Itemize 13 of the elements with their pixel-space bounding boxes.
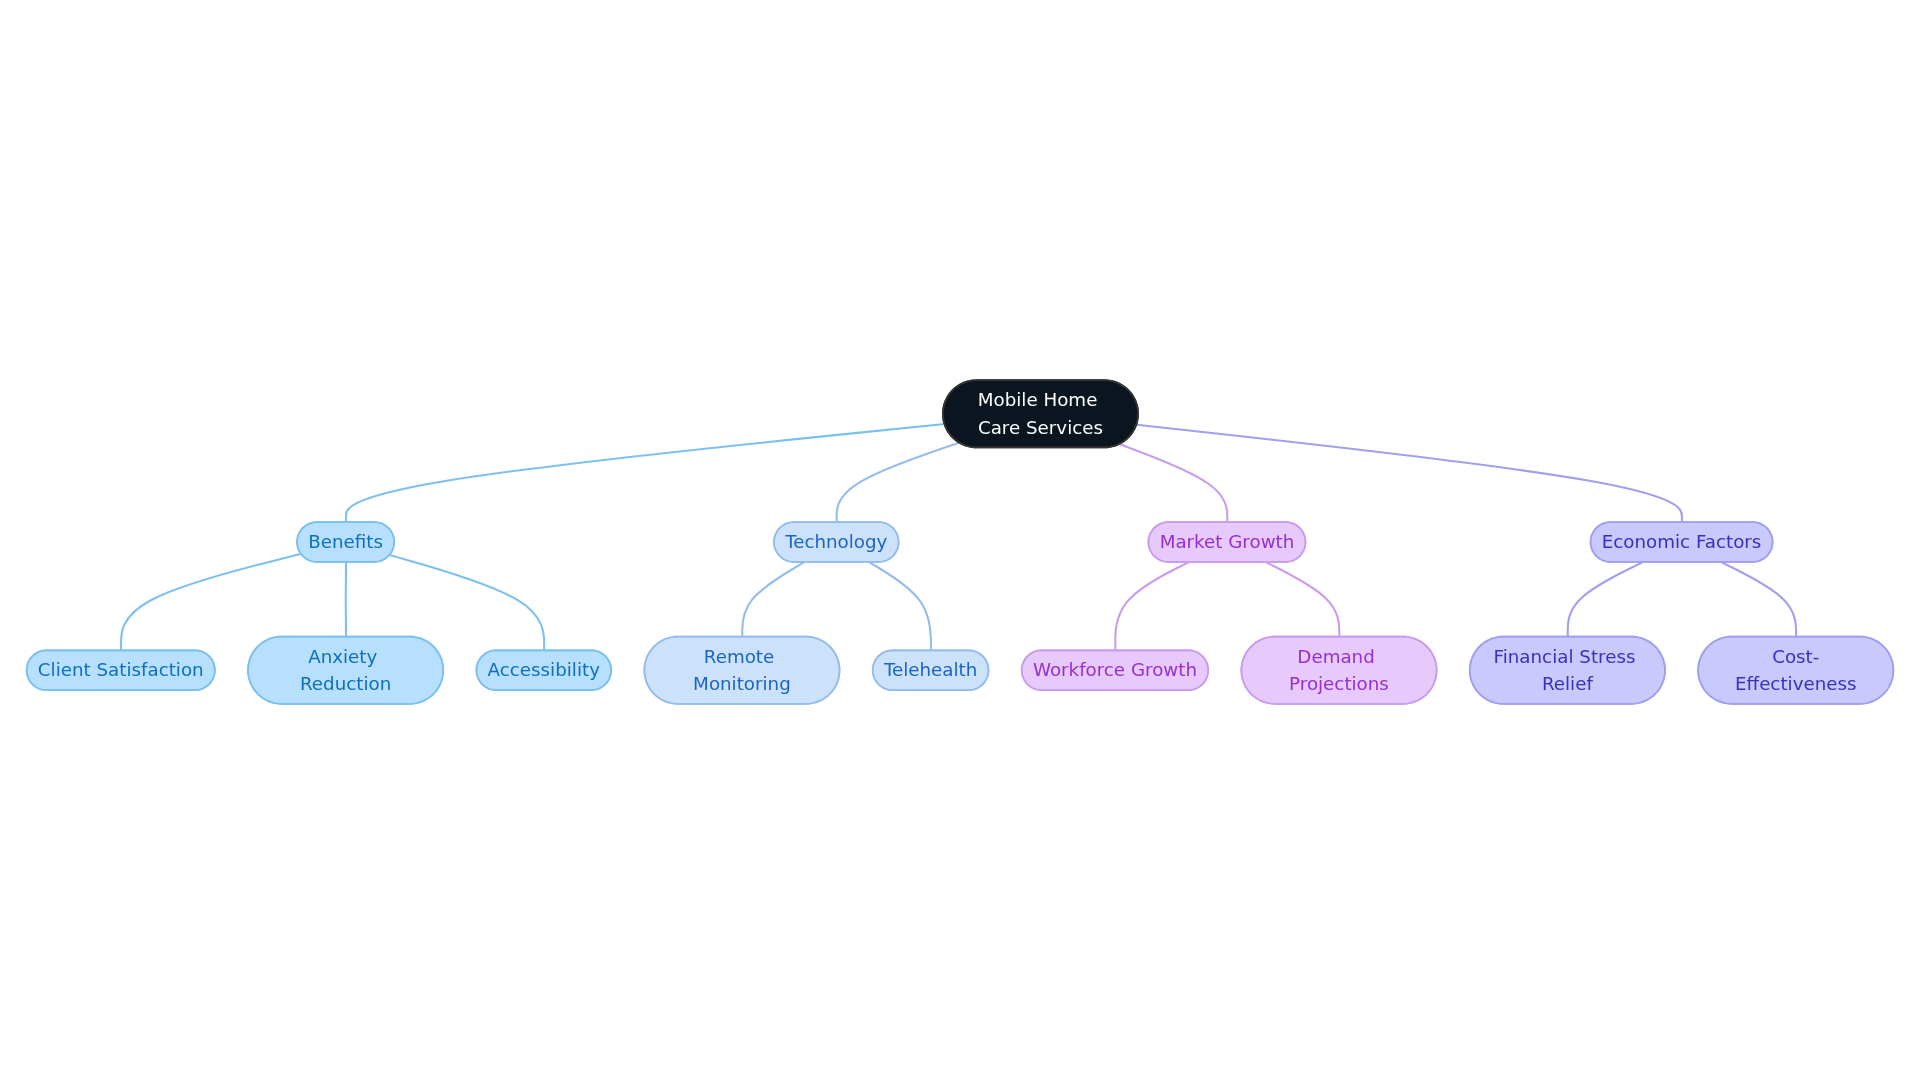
connector	[389, 553, 546, 651]
connector	[344, 561, 348, 637]
connector	[120, 552, 302, 651]
connector	[835, 441, 960, 522]
connector	[741, 560, 805, 637]
connector	[1136, 423, 1683, 522]
connector	[1114, 560, 1189, 651]
connector	[1721, 560, 1798, 637]
connector	[1265, 560, 1341, 637]
connector	[1566, 560, 1643, 637]
connector	[1119, 442, 1229, 522]
connector	[344, 422, 945, 522]
connector	[868, 560, 933, 651]
